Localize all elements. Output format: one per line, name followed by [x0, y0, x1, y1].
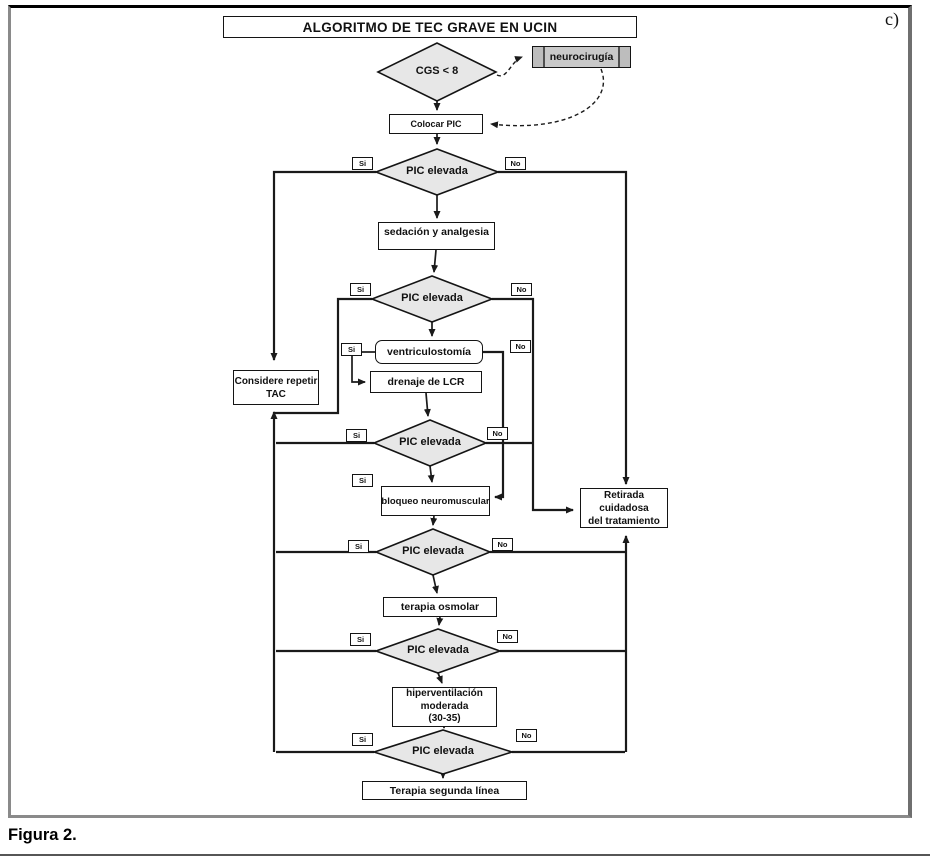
node-retirada-tratamiento: Retirada cuidadosa del tratamiento: [580, 488, 668, 528]
decision-label-pic-6: PIC elevada: [412, 745, 474, 757]
decision-label-pic-4: PIC elevada: [402, 545, 464, 557]
branch-si-6: Si: [352, 733, 373, 746]
branch-si-1: Si: [352, 157, 373, 170]
node-terapia-osmolar: terapia osmolar: [383, 597, 497, 617]
decision-label-pic-3: PIC elevada: [399, 436, 461, 448]
decision-label-pic-1: PIC elevada: [406, 165, 468, 177]
branch-no-6: No: [516, 729, 537, 742]
branch-si-2: Si: [350, 283, 371, 296]
node-ventriculostomia: ventriculostomía: [375, 340, 483, 364]
decision-label-cgs: CGS < 8: [415, 65, 459, 77]
decision-label-pic-2: PIC elevada: [401, 292, 463, 304]
panel-label: c): [885, 9, 899, 29]
branch-si-ventriculostomia: Si: [341, 343, 362, 356]
branch-si-3: Si: [346, 429, 367, 442]
retirada-line-1: Retirada cuidadosa: [599, 489, 649, 514]
node-hiperventilacion: hiperventilación moderada (30-35): [392, 687, 497, 727]
retirada-line-2: del tratamiento: [588, 515, 660, 527]
node-considere-repetir-tac: Considere repetir TAC: [233, 370, 319, 405]
node-bloqueo-neuromuscular: bloqueo neuromuscular: [381, 486, 490, 516]
considere-line-2: TAC: [266, 388, 286, 400]
hiperventilacion-line-1: hiperventilación: [406, 688, 483, 700]
flowchart-title: ALGORITMO DE TEC GRAVE EN UCIN: [223, 16, 637, 38]
node-sedacion-analgesia: sedación y analgesia: [378, 222, 495, 250]
branch-no-1: No: [505, 157, 526, 170]
node-neurocirugia: neurocirugía: [532, 46, 631, 68]
branch-si-5: Si: [350, 633, 371, 646]
figure-caption: Figura 2.: [8, 826, 77, 844]
bottom-divider: [0, 854, 930, 856]
branch-no-4: No: [492, 538, 513, 551]
branch-no-2: No: [511, 283, 532, 296]
considere-line-1: Considere repetir: [234, 375, 318, 387]
branch-si-floating: Si: [352, 474, 373, 487]
branch-no-5: No: [497, 630, 518, 643]
branch-no-ventriculostomia: No: [510, 340, 531, 353]
node-colocar-pic: Colocar PIC: [389, 114, 483, 134]
hiperventilacion-line-2: moderada: [420, 700, 469, 712]
node-drenaje-lcr: drenaje de LCR: [370, 371, 482, 393]
branch-no-3: No: [487, 427, 508, 440]
figure-frame: [8, 5, 912, 818]
node-terapia-segunda-linea: Terapia segunda línea: [362, 781, 527, 800]
branch-si-4: Si: [348, 540, 369, 553]
decision-label-pic-5: PIC elevada: [407, 644, 469, 656]
hiperventilacion-line-3: (30-35): [428, 713, 461, 725]
